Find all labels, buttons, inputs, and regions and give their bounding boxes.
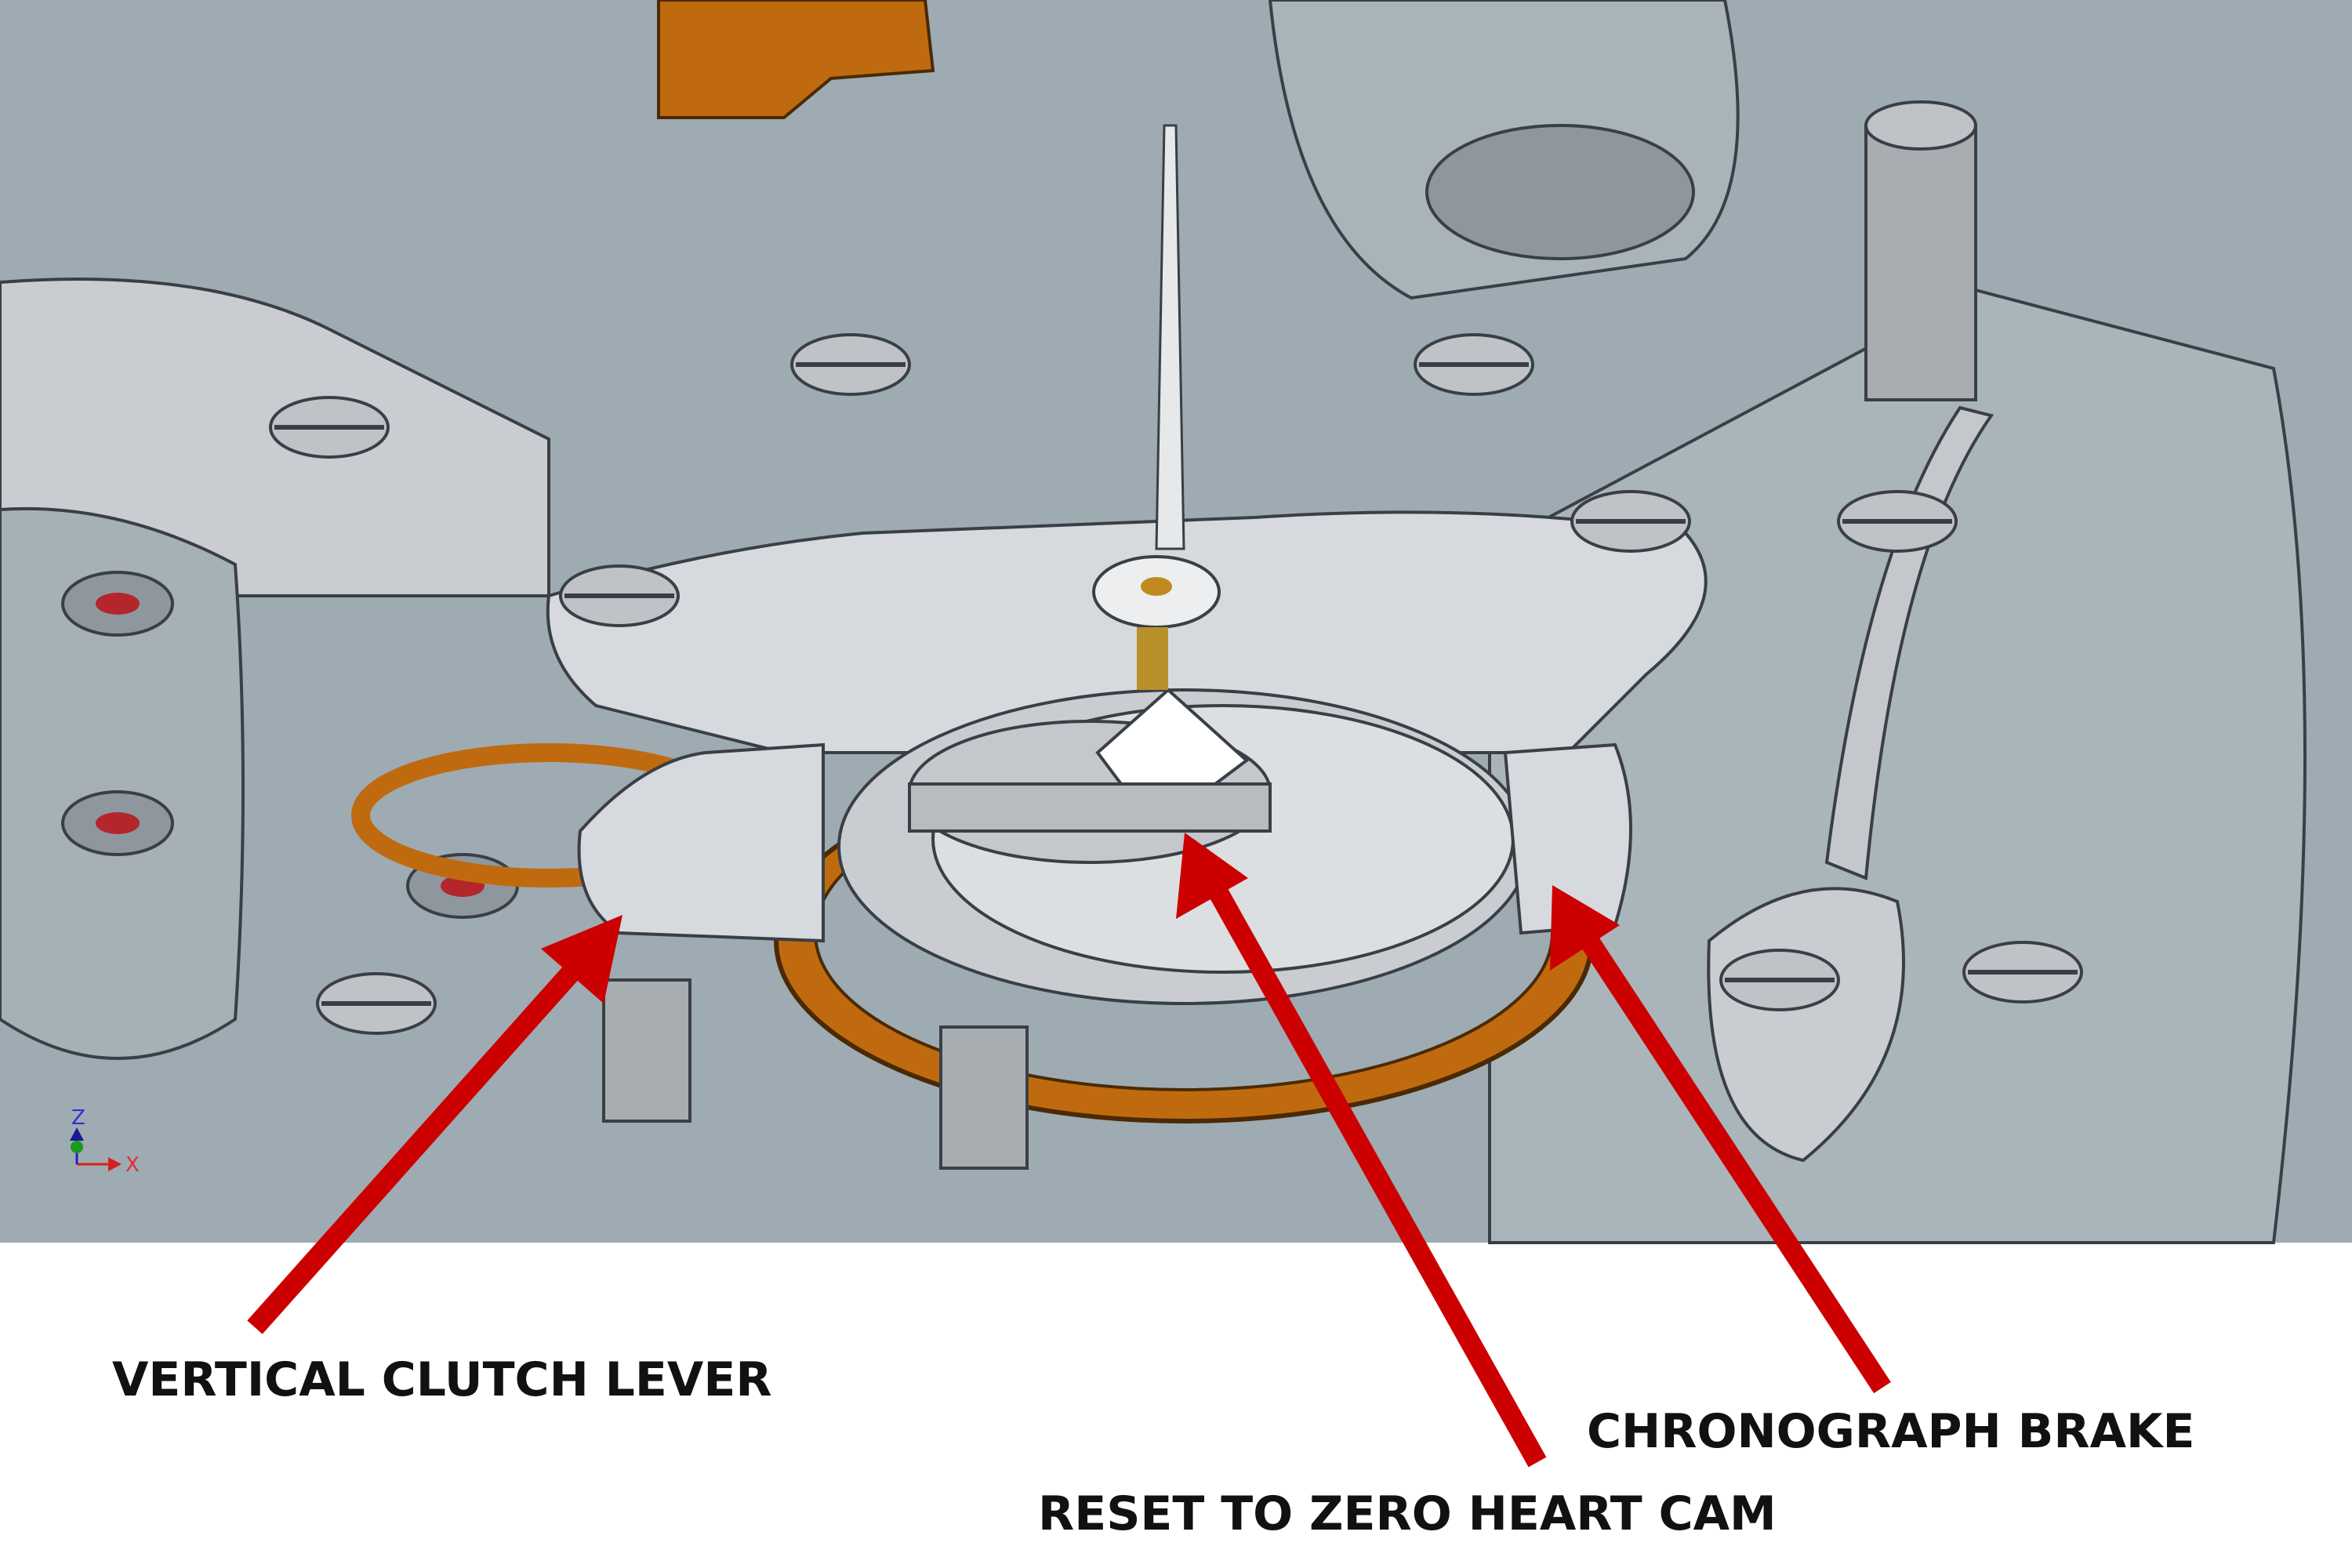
- z-axis-arrow-icon: [70, 1127, 84, 1141]
- y-axis-marker-icon: [71, 1141, 83, 1153]
- orange-wheel-top: [657, 0, 935, 119]
- arrow-chronograph-brake: [1550, 885, 1891, 1394]
- axis-triad: Z X: [70, 1106, 140, 1177]
- screw: [559, 564, 680, 627]
- jewel-recess: [1425, 124, 1695, 260]
- label-area: [0, 1243, 2352, 1568]
- screw: [790, 333, 911, 396]
- screws: [269, 333, 2083, 1035]
- x-axis-arrow-icon: [108, 1157, 122, 1171]
- hand-pipe: [1141, 577, 1172, 596]
- screw: [269, 396, 390, 459]
- ruby-jewel: [96, 593, 140, 615]
- ruby-jewel: [96, 812, 140, 834]
- main-plate: [1488, 288, 2307, 1244]
- hammer-tip: [1095, 688, 1250, 786]
- hand-arbor: [1137, 627, 1168, 690]
- left-lever: [0, 506, 245, 1060]
- pillar: [1864, 124, 1977, 401]
- screw: [1570, 490, 1691, 553]
- vertical-clutch-lever-part: [577, 742, 825, 943]
- callout-arrows: [247, 833, 1891, 1468]
- z-axis-label: Z: [71, 1106, 85, 1130]
- chronograph-brake-part: [1503, 742, 1632, 935]
- chronograph-hand: [1155, 124, 1185, 550]
- pillar: [602, 978, 691, 1123]
- pillar: [939, 1025, 1029, 1170]
- screw: [316, 972, 437, 1035]
- arrow-reset-to-zero-heart-cam: [1176, 833, 1547, 1468]
- screw: [1414, 333, 1534, 396]
- pillar-screw: [1864, 100, 1977, 151]
- screw: [1837, 490, 1958, 553]
- label-chronograph-brake: CHRONOGRAPH BRAKE: [1587, 1404, 2195, 1459]
- label-reset-to-zero-heart-cam: RESET TO ZERO HEART CAM: [1038, 1486, 1777, 1541]
- heart-cam-knurl: [908, 782, 1272, 833]
- screw: [1962, 941, 2083, 1004]
- label-vertical-clutch-lever: VERTICAL CLUTCH LEVER: [112, 1352, 772, 1407]
- screw: [1719, 949, 1840, 1011]
- x-axis-label: X: [125, 1153, 140, 1177]
- arrow-vertical-clutch-lever: [247, 915, 622, 1334]
